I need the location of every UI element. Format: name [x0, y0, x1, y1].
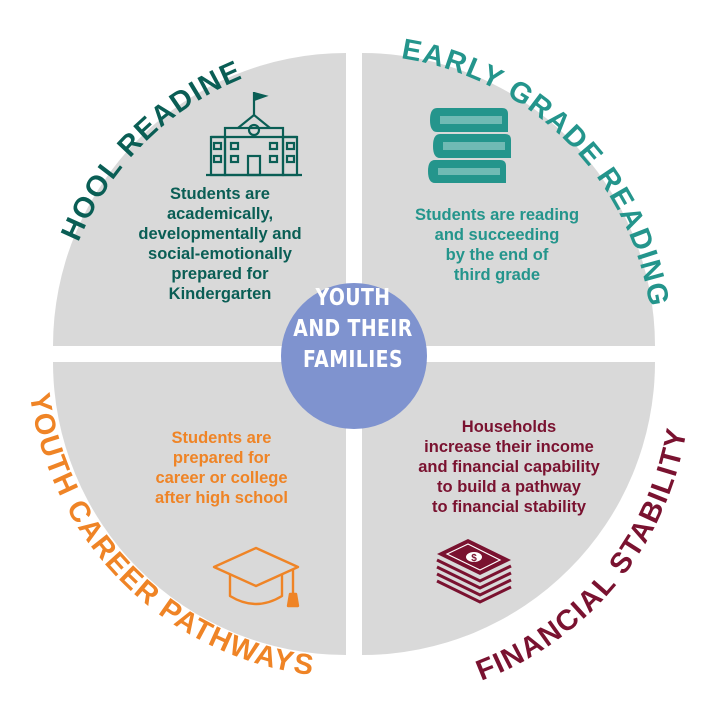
description-line: Students are [171, 429, 272, 447]
school-readiness-description: Students are academically, developmental… [105, 184, 335, 304]
center-label-line: FAMILIES [303, 347, 403, 373]
description-line: Households [461, 418, 557, 436]
description-line: career or college [155, 469, 288, 487]
center-circle [281, 283, 427, 429]
svg-text:$: $ [471, 553, 477, 564]
school-building-icon [206, 91, 302, 177]
description-line: Students are [170, 185, 270, 203]
books-stack-icon [428, 108, 511, 183]
description-line: Kindergarten [168, 285, 272, 303]
description-line: after high school [155, 489, 288, 507]
description-line: to build a pathway [437, 478, 581, 496]
center-label-line: YOUTH [315, 285, 391, 311]
description-line: Students are reading [414, 206, 580, 224]
description-line: prepared for [171, 265, 269, 283]
description-line: developmentally and [138, 225, 302, 243]
description-line: increase their income [424, 438, 594, 456]
description-line: to financial stability [431, 498, 587, 516]
quadrant-youth-career-pathways [53, 362, 346, 655]
description-line: by the end of [445, 246, 549, 264]
center-label-line: AND THEIR [293, 316, 413, 342]
quadrant-financial-stability [362, 362, 655, 655]
description-line: prepared for [172, 449, 271, 467]
financial-stability-description: Households increase their income and fin… [384, 417, 634, 517]
description-line: third grade [453, 266, 541, 284]
description-line: and financial capability [418, 458, 600, 476]
description-line: and succeeding [434, 226, 560, 244]
description-line: academically, [166, 205, 274, 223]
youth-career-pathways-description: Students are prepared for career or coll… [114, 428, 329, 508]
quadrant-school-readiness [53, 53, 346, 346]
early-grade-reading-description: Students are reading and succeeding by t… [382, 205, 612, 285]
graduation-cap-icon [212, 546, 300, 608]
money-stack-icon: $ [436, 539, 512, 604]
center-label: YOUTH AND THEIR FAMILIES [293, 283, 413, 376]
description-line: social-emotionally [148, 245, 292, 263]
